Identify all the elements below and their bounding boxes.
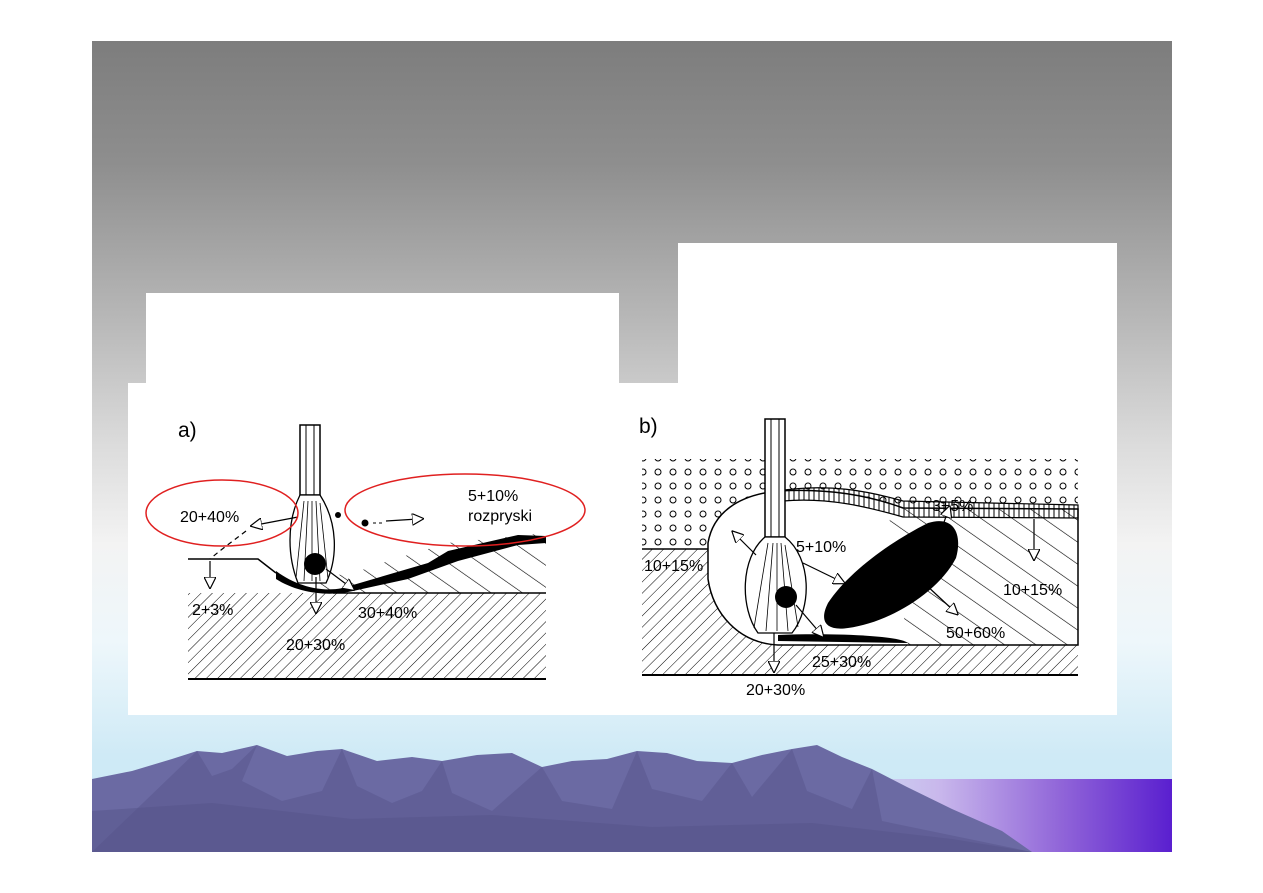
figure-b-label: b) (639, 415, 658, 438)
figure-b: b) (639, 415, 1079, 699)
highlight-ellipse-right (344, 473, 586, 547)
label-a-bottom-center: 20+30% (286, 637, 345, 654)
label-a-spatter-pct: 5+10% (468, 488, 518, 505)
panel-back-right (678, 243, 1117, 403)
droplet-icon (304, 553, 326, 575)
label-b-pool: 50+60% (946, 625, 1005, 642)
droplet-b-icon (775, 586, 797, 608)
label-b-arc: 5+10% (796, 539, 846, 556)
label-b-top: 3+5% (932, 498, 973, 515)
highlight-ellipse-left (145, 479, 299, 547)
label-a-spatter-word: rozpryski (468, 508, 532, 525)
label-a-bottom-left: 2+3% (192, 602, 233, 619)
label-a-top-left: 20+40% (180, 509, 239, 526)
label-a-bottom-right: 30+40% (358, 605, 417, 622)
arrow-icon (256, 516, 299, 525)
figure-a-label: a) (178, 419, 197, 442)
label-b-left: 10+15% (644, 558, 703, 575)
figure-a: a) (145, 419, 586, 680)
weld-heat-figure: a) (128, 383, 1117, 715)
label-b-bottom: 20+30% (746, 682, 805, 699)
electrode-icon (299, 424, 321, 496)
label-b-bottom-center: 25+30% (812, 654, 871, 671)
panel-back-left (146, 293, 619, 393)
label-b-right: 10+15% (1003, 582, 1062, 599)
electrode-b-icon (764, 418, 786, 538)
mountain-range-icon (92, 745, 1032, 852)
